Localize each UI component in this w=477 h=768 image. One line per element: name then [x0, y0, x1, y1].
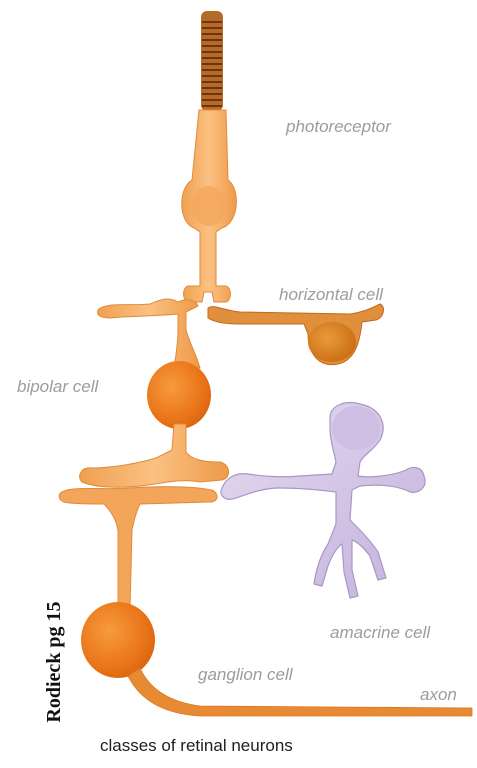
horizontal-cell-soma: [308, 322, 356, 362]
label-bipolar-cell: bipolar cell: [17, 378, 98, 395]
amacrine-cell-soma: [332, 406, 380, 450]
label-amacrine-cell: amacrine cell: [330, 624, 430, 641]
horizontal-cell: [208, 304, 383, 365]
ganglion-cell-dendrites: [59, 487, 217, 610]
figure-caption: classes of retinal neurons: [100, 737, 293, 754]
label-ganglion-cell: ganglion cell: [198, 666, 293, 683]
bipolar-cell-soma: [147, 361, 211, 429]
bipolar-cell-dendrites: [98, 299, 200, 368]
photoreceptor-outer-segment: [201, 11, 223, 111]
bipolar-cell-axon-terminal: [80, 424, 229, 487]
bipolar-cell: [80, 299, 229, 487]
label-photoreceptor: photoreceptor: [286, 118, 391, 135]
ganglion-cell-soma: [81, 602, 155, 678]
source-credit: Rodieck pg 15: [44, 572, 64, 752]
horizontal-cell-process: [208, 304, 383, 365]
label-axon: axon: [420, 686, 457, 703]
amacrine-cell-body: [221, 403, 425, 598]
label-horizontal-cell: horizontal cell: [279, 286, 383, 303]
photoreceptor-disc-stripes: [202, 22, 222, 106]
amacrine-cell: [221, 403, 425, 598]
photoreceptor-nucleus: [192, 186, 226, 226]
photoreceptor-cell: [182, 11, 237, 302]
